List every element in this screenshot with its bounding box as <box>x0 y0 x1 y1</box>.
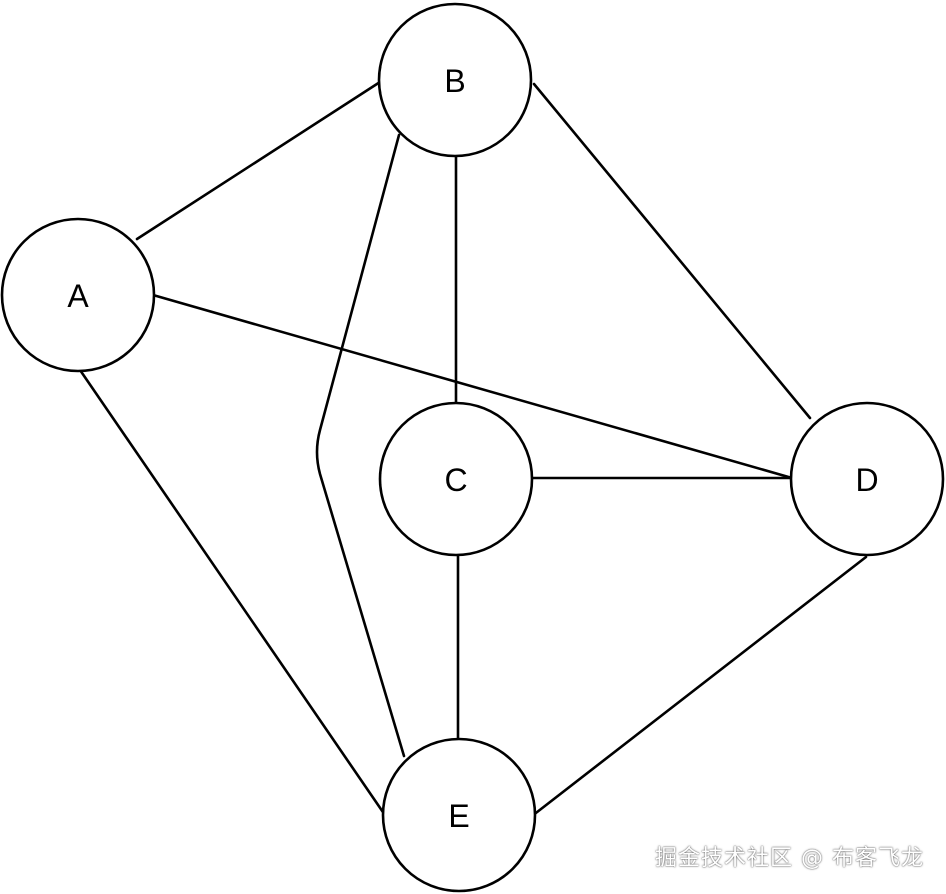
edge-d-e <box>530 555 868 818</box>
edge-b-d <box>532 82 812 420</box>
edges-layer <box>78 80 868 820</box>
node-c-label: C <box>444 462 467 498</box>
node-d-label: D <box>855 462 878 498</box>
node-b-label: B <box>444 63 465 99</box>
edge-a-b <box>135 80 382 241</box>
edge-a-d <box>151 293 794 480</box>
node-b-circle <box>377 2 533 158</box>
edge-a-e <box>78 368 389 820</box>
node-e: E <box>381 737 537 893</box>
node-e-circle <box>381 737 537 893</box>
edge-b-e <box>315 133 406 758</box>
node-d-circle <box>789 401 945 557</box>
node-a-label: A <box>67 278 89 314</box>
node-c: C <box>378 401 534 557</box>
watermark-text: 掘金技术社区 @ 布客飞龙 <box>655 846 924 871</box>
node-c-circle <box>378 401 534 557</box>
node-d: D <box>789 401 945 557</box>
node-a: A <box>0 217 156 373</box>
node-a-circle <box>0 217 156 373</box>
node-b: B <box>377 2 533 158</box>
node-e-label: E <box>448 798 469 834</box>
